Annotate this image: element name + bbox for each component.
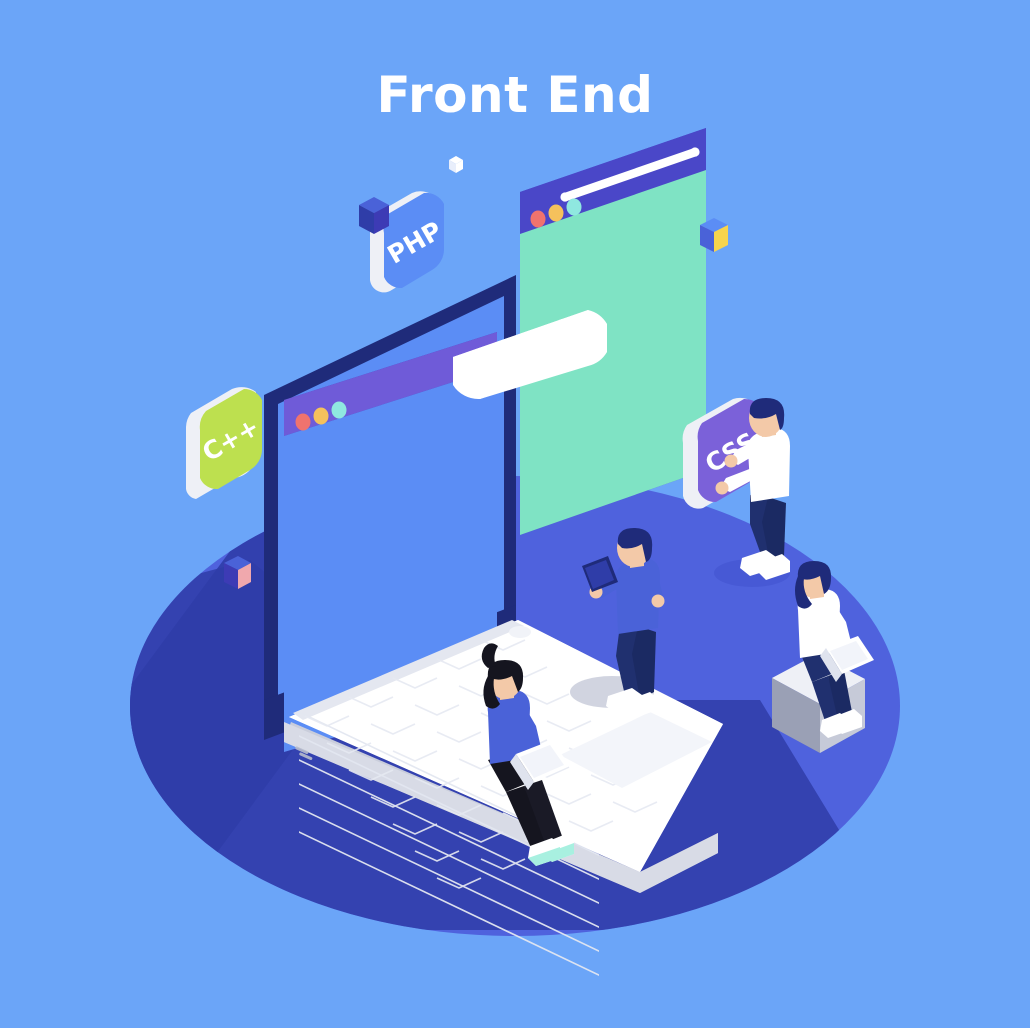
cube-person-shin-right (828, 670, 852, 720)
man-pushing-torso (747, 428, 790, 502)
page-title: Front End (376, 66, 654, 124)
woman-kb-torso (487, 690, 530, 764)
man-pushing-arm-upper (730, 440, 760, 465)
badge-php[interactable]: PHP (359, 191, 447, 293)
code-window-mint[interactable] (520, 128, 706, 535)
laptop-trackpad[interactable] (560, 712, 712, 788)
laptop-camera-dot (509, 626, 531, 638)
character-woman-on-keyboard (481, 643, 574, 866)
code-symbol-bar[interactable]: </> (453, 303, 607, 400)
traffic-lights-blue (295, 401, 347, 431)
traffic-lights-mint (530, 198, 582, 228)
floating-cube-darkblue (359, 197, 389, 234)
character-man-pushing-css: CSS (682, 398, 790, 587)
cube-person-shin-left (812, 676, 840, 724)
floating-cube-yellow (700, 218, 728, 252)
woman-kb-hair-back (483, 676, 500, 709)
badge-cpp[interactable]: C++ (186, 387, 264, 499)
cube-person-shoe-right (834, 709, 862, 734)
man-tablet-hand-left (651, 594, 665, 608)
woman-kb-ponytail (481, 643, 498, 668)
man-tablet-leg-left (616, 625, 640, 700)
cube-person-hair (797, 561, 832, 594)
lap-laptop-woman[interactable] (510, 740, 570, 790)
cube-person-arm (828, 600, 852, 650)
tablet-device[interactable] (582, 556, 618, 592)
woman-kb-arm (518, 702, 542, 756)
man-tablet-arm-left (646, 566, 664, 604)
character-person-on-cube (795, 561, 874, 738)
laptop-base-edge (284, 722, 718, 893)
code-window-mint-body (520, 170, 706, 535)
laptop-ports (295, 746, 313, 760)
man-tablet-leg-right (632, 626, 656, 700)
man-pushing-hand-lower (715, 481, 729, 495)
man-pushing-hair (749, 398, 785, 430)
floating-cube-pink (224, 556, 251, 589)
man-pushing-shoe-right (758, 554, 790, 580)
floating-cube-white (449, 156, 463, 173)
woman-kb-shin-left (506, 786, 548, 850)
man-tablet-hair (617, 528, 653, 562)
laptop-hinge (293, 620, 524, 720)
man-pushing-arm-lower (720, 468, 756, 492)
woman-kb-shin-right (524, 780, 562, 846)
character-man-with-tablet (570, 528, 665, 718)
man-pushing-leg-right (762, 497, 786, 563)
lap-laptop-cube-person[interactable] (820, 636, 874, 682)
cube-person-hair-back (795, 576, 812, 609)
woman-kb-hair (487, 660, 524, 692)
url-bar[interactable] (560, 147, 700, 202)
man-tablet-shoe-right (626, 692, 658, 718)
man-pushing-hand-upper (724, 454, 738, 468)
